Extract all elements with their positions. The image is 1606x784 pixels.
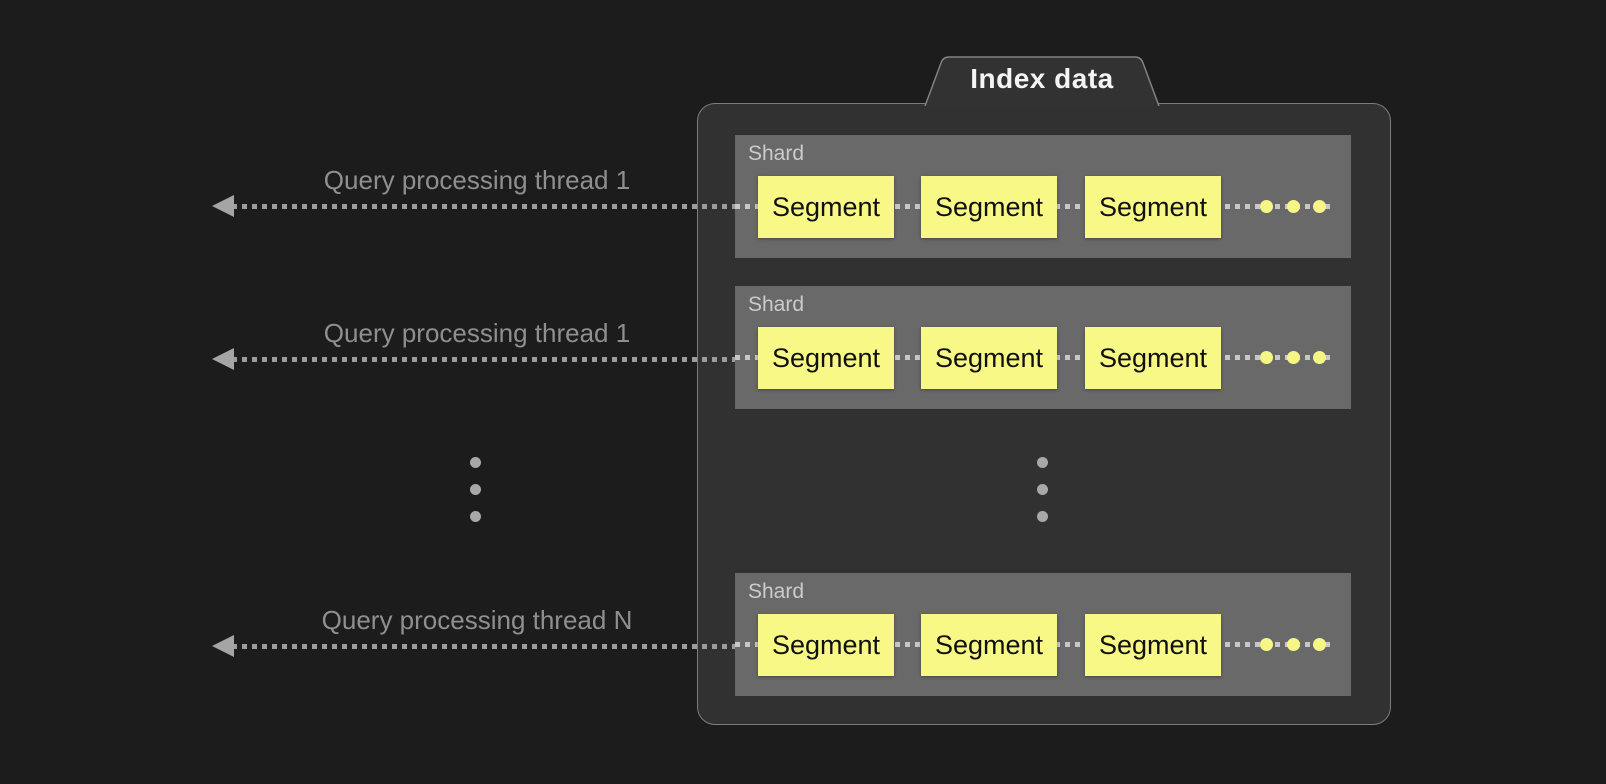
segment-box: Segment [1085, 176, 1221, 238]
shard-label: Shard [748, 142, 805, 165]
vertical-ellipsis-icon [1037, 511, 1048, 522]
shard-box-n: Shard Segment Segment Segment [735, 573, 1351, 696]
arrow-left-icon [212, 195, 234, 217]
segment-box: Segment [1085, 327, 1221, 389]
segment-box: Segment [921, 327, 1057, 389]
vertical-ellipsis-icon [470, 484, 481, 495]
thread-label-1: Query processing thread 1 [323, 165, 631, 195]
dotted-arrow-line-2 [232, 357, 737, 362]
vertical-ellipsis-icon [1037, 484, 1048, 495]
vertical-ellipsis-icon [470, 511, 481, 522]
shard-label: Shard [748, 293, 805, 316]
shard-box-2: Shard Segment Segment Segment [735, 286, 1351, 409]
vertical-ellipsis-icon [1037, 457, 1048, 468]
index-data-title: Index data [970, 63, 1114, 94]
segment-box: Segment [758, 614, 894, 676]
more-segments-dot-icon [1287, 200, 1300, 213]
segment-box: Segment [921, 176, 1057, 238]
more-segments-dot-icon [1313, 200, 1326, 213]
shard-box-1: Shard Segment Segment Segment [735, 135, 1351, 258]
segment-box: Segment [758, 176, 894, 238]
dotted-arrow-line-1 [232, 204, 737, 209]
segment-box: Segment [1085, 614, 1221, 676]
more-segments-dot-icon [1313, 351, 1326, 364]
arrow-left-icon [212, 348, 234, 370]
segment-box: Segment [921, 614, 1057, 676]
index-data-tab [924, 56, 1160, 106]
shard-label: Shard [748, 580, 805, 603]
more-segments-dot-icon [1260, 351, 1273, 364]
vertical-ellipsis-icon [470, 457, 481, 468]
more-segments-dot-icon [1287, 351, 1300, 364]
more-segments-dot-icon [1313, 638, 1326, 651]
more-segments-dot-icon [1260, 200, 1273, 213]
more-segments-dot-icon [1260, 638, 1273, 651]
thread-label-n: Query processing thread N [321, 605, 633, 635]
segment-box: Segment [758, 327, 894, 389]
thread-label-2: Query processing thread 1 [323, 318, 631, 348]
more-segments-dot-icon [1287, 638, 1300, 651]
arrow-left-icon [212, 635, 234, 657]
dotted-arrow-line-3 [232, 644, 737, 649]
